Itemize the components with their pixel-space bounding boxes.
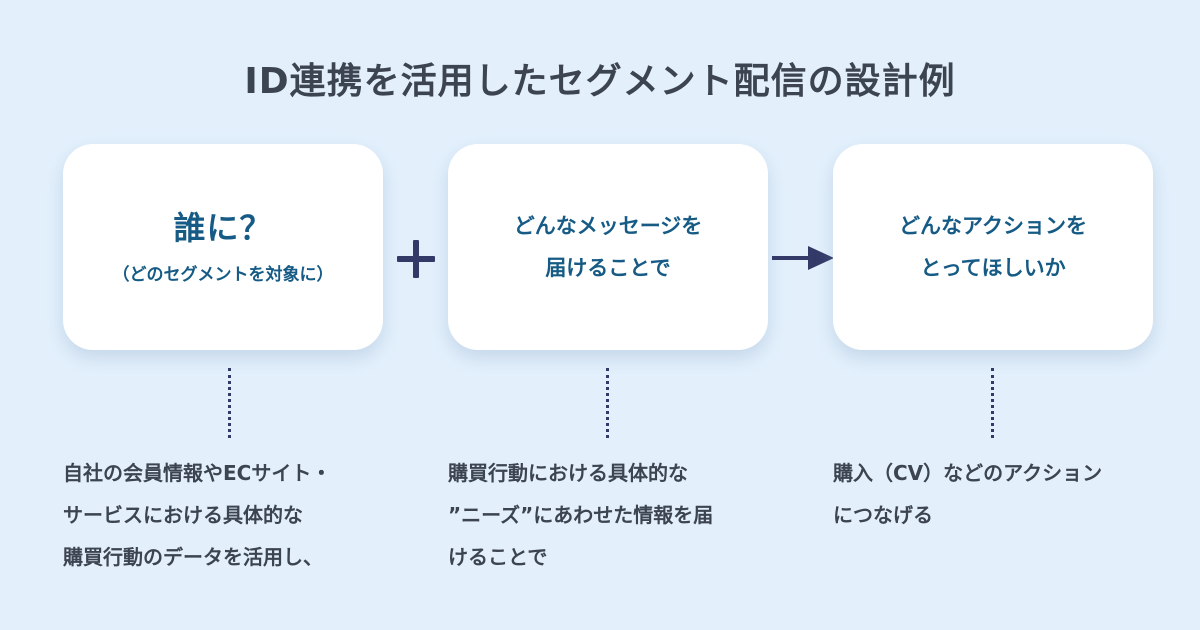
- description-message: 購買行動における具体的な ”ニーズ”にあわせた情報を届 けることで: [448, 452, 713, 578]
- arrow-right-icon: [772, 246, 834, 270]
- card-action-text: どんなアクションを とってほしいか: [899, 205, 1087, 289]
- description-who: 自社の会員情報やECサイト・ サービスにおける具体的な 購買行動のデータを活用し…: [63, 452, 331, 578]
- description-line: サービスにおける具体的な: [63, 503, 303, 527]
- description-line: 自社の会員情報やECサイト・: [63, 461, 332, 485]
- card-who: 誰に？ （どのセグメントを対象に）: [63, 144, 383, 350]
- description-line: につなげる: [833, 503, 933, 527]
- card-who-subheading: （どのセグメントを対象に）: [112, 264, 334, 285]
- dotted-connector: [228, 368, 231, 438]
- card-action-line: とってほしいか: [920, 256, 1066, 280]
- description-line: ”ニーズ”にあわせた情報を届: [448, 503, 714, 527]
- plus-icon: [397, 240, 435, 278]
- card-action: どんなアクションを とってほしいか: [833, 144, 1153, 350]
- page-title: ID連携を活用したセグメント配信の設計例: [244, 61, 956, 102]
- description-line: 購入（CV）などのアクション: [833, 461, 1103, 485]
- card-action-line: どんなアクションを: [899, 214, 1087, 238]
- card-message-text: どんなメッセージを 届けることで: [514, 205, 703, 289]
- dotted-connector: [606, 368, 609, 438]
- description-line: けることで: [448, 545, 548, 569]
- description-line: 購買行動における具体的な: [448, 461, 688, 485]
- description-action: 購入（CV）などのアクション につなげる: [833, 452, 1102, 536]
- description-line: 購買行動のデータを活用し、: [63, 545, 323, 569]
- dotted-connector: [991, 368, 994, 438]
- card-message-line: どんなメッセージを: [513, 214, 703, 238]
- card-who-heading: 誰に？: [173, 209, 273, 248]
- card-message-line: 届けることで: [545, 256, 671, 280]
- card-message: どんなメッセージを 届けることで: [448, 144, 768, 350]
